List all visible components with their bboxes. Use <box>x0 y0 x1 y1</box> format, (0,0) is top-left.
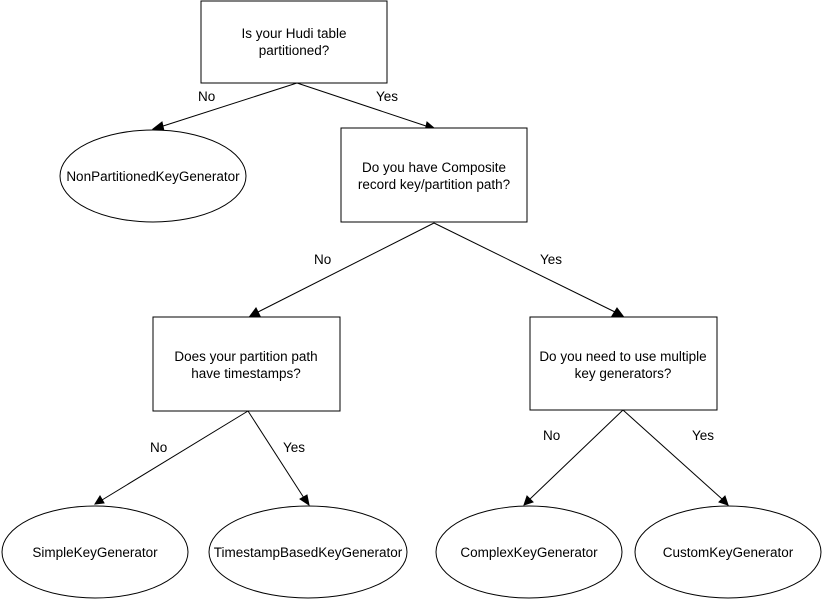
decision-text-line: record key/partition path? <box>358 177 510 192</box>
decision-text-line: partitioned? <box>259 43 330 58</box>
result-text: TimestampBasedKeyGenerator <box>214 545 403 560</box>
edge-label-multiple-no: No <box>543 428 560 443</box>
edge-timestamps-yes <box>247 410 310 507</box>
decision-text-line: Does your partition path <box>174 349 317 364</box>
edge-label-partitioned-yes: Yes <box>376 89 398 104</box>
edge-label-composite-no: No <box>314 252 331 267</box>
edge-label-timestamps-yes: Yes <box>283 440 305 455</box>
edge-partitioned-yes <box>296 82 435 132</box>
decision-text-line: Do you need to use multiple <box>539 349 706 364</box>
result-text: SimpleKeyGenerator <box>32 545 158 560</box>
edge-label-composite-yes: Yes <box>540 252 562 267</box>
edge-label-partitioned-no: No <box>198 89 215 104</box>
result-timestamp-based-key-generator: TimestampBasedKeyGenerator <box>208 505 408 599</box>
result-complex-key-generator: ComplexKeyGenerator <box>435 505 623 599</box>
edge-composite-no <box>249 222 435 317</box>
decision-text-line: key generators? <box>575 366 672 381</box>
result-nonpartitioned-key-generator: NonPartitionedKeyGenerator <box>59 129 247 223</box>
decision-box-multiple-generators: Do you need to use multiple key generato… <box>529 316 718 411</box>
result-text: ComplexKeyGenerator <box>460 545 598 560</box>
result-text: CustomKeyGenerator <box>663 545 794 560</box>
result-custom-key-generator: CustomKeyGenerator <box>634 505 822 599</box>
decision-text-line: Is your Hudi table <box>241 26 346 41</box>
edge-timestamps-no <box>94 410 249 505</box>
result-text: NonPartitionedKeyGenerator <box>66 169 240 184</box>
edge-multiple-yes <box>622 409 729 506</box>
edge-label-multiple-yes: Yes <box>692 428 714 443</box>
edge-partitioned-no <box>151 82 298 132</box>
edge-composite-yes <box>433 222 624 317</box>
result-simple-key-generator: SimpleKeyGenerator <box>1 505 189 599</box>
decision-text-line: Do you have Composite <box>362 160 506 175</box>
decision-box-timestamps: Does your partition path have timestamps… <box>152 316 341 412</box>
edge-multiple-no <box>523 409 624 506</box>
edge-label-timestamps-no: No <box>150 440 167 455</box>
decision-text-line: have timestamps? <box>191 366 301 381</box>
decision-box-composite: Do you have Composite record key/partiti… <box>340 127 528 223</box>
decision-box-partitioned: Is your Hudi table partitioned? <box>200 0 388 84</box>
